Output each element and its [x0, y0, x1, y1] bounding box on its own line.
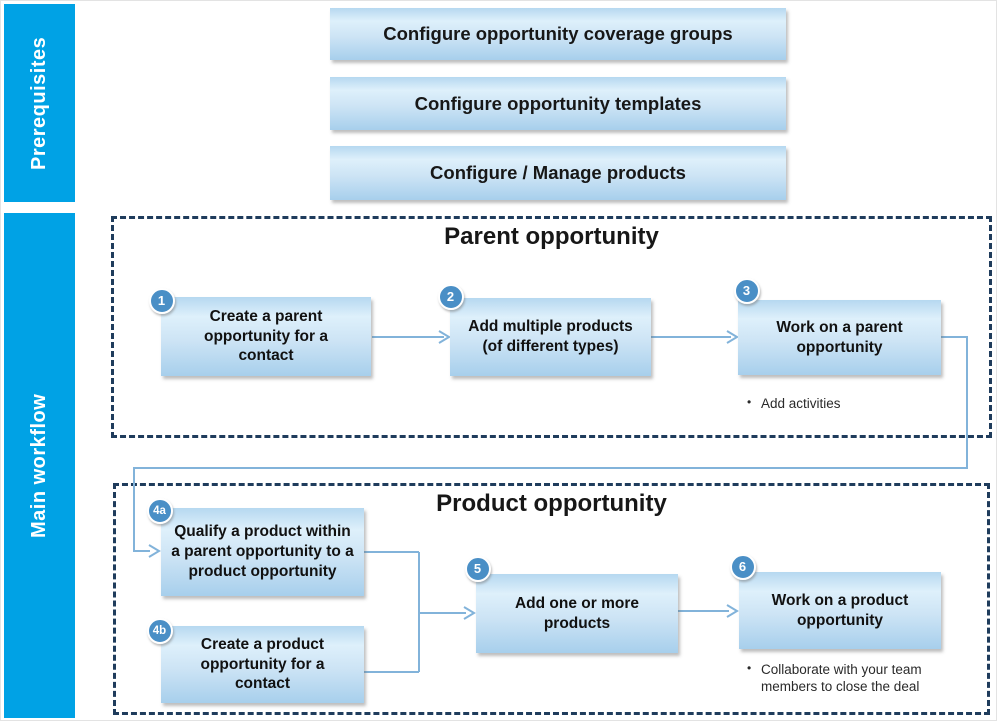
- step-box-4b-create-product-opportunity: Create a product opportunity for a conta…: [161, 626, 364, 703]
- step-6-bullet-text: Collaborate with your team members to cl…: [761, 662, 922, 694]
- prereq-box-templates: Configure opportunity templates: [330, 77, 786, 130]
- step-box-3-work-on-parent-opportunity: Work on a parent opportunity: [738, 300, 941, 375]
- step-box-4a-label: Qualify a product within a parent opport…: [171, 523, 354, 580]
- prereq-box-manage-products: Configure / Manage products: [330, 146, 786, 200]
- sidebar-main-workflow-label: Main workflow: [4, 213, 75, 718]
- step-box-3-label: Work on a parent opportunity: [776, 318, 903, 356]
- step-circle-4b: 4b: [146, 617, 173, 644]
- step-box-1-label: Create a parent opportunity for a contac…: [204, 307, 328, 365]
- sidebar-prerequisites-label: Prerequisites: [4, 4, 75, 202]
- step-box-5-label: Add one or more products: [514, 594, 639, 632]
- step-circle-3: 3: [733, 277, 760, 304]
- step-3-bullet-text: Add activities: [761, 396, 841, 411]
- step-box-4a-qualify-product: Qualify a product within a parent opport…: [161, 508, 364, 596]
- step-box-1-create-parent-opportunity: Create a parent opportunity for a contac…: [161, 297, 371, 376]
- step-circle-5: 5: [464, 555, 491, 582]
- step-box-2-add-multiple-products: Add multiple products (of different type…: [450, 298, 651, 376]
- bullet-dot: •: [747, 395, 752, 409]
- parent-section-title: Parent opportunity: [444, 223, 659, 250]
- step-box-6-label: Work on a product opportunity: [771, 591, 909, 629]
- step-3-bullet-note: • Add activities: [747, 395, 947, 412]
- step-circle-4a: 4a: [146, 497, 173, 524]
- step-6-bullet-note: • Collaborate with your team members to …: [747, 661, 925, 695]
- bullet-dot: •: [747, 661, 752, 675]
- step-box-4b-label: Create a product opportunity for a conta…: [200, 635, 325, 693]
- step-circle-2: 2: [437, 283, 464, 310]
- step-box-6-work-on-product-opportunity: Work on a product opportunity: [739, 572, 941, 649]
- step-box-5-add-products: Add one or more products: [476, 574, 678, 653]
- step-circle-6: 6: [729, 553, 756, 580]
- step-box-2-label: Add multiple products (of different type…: [468, 318, 633, 355]
- prereq-box-coverage-groups: Configure opportunity coverage groups: [330, 8, 786, 60]
- step-circle-1: 1: [148, 287, 175, 314]
